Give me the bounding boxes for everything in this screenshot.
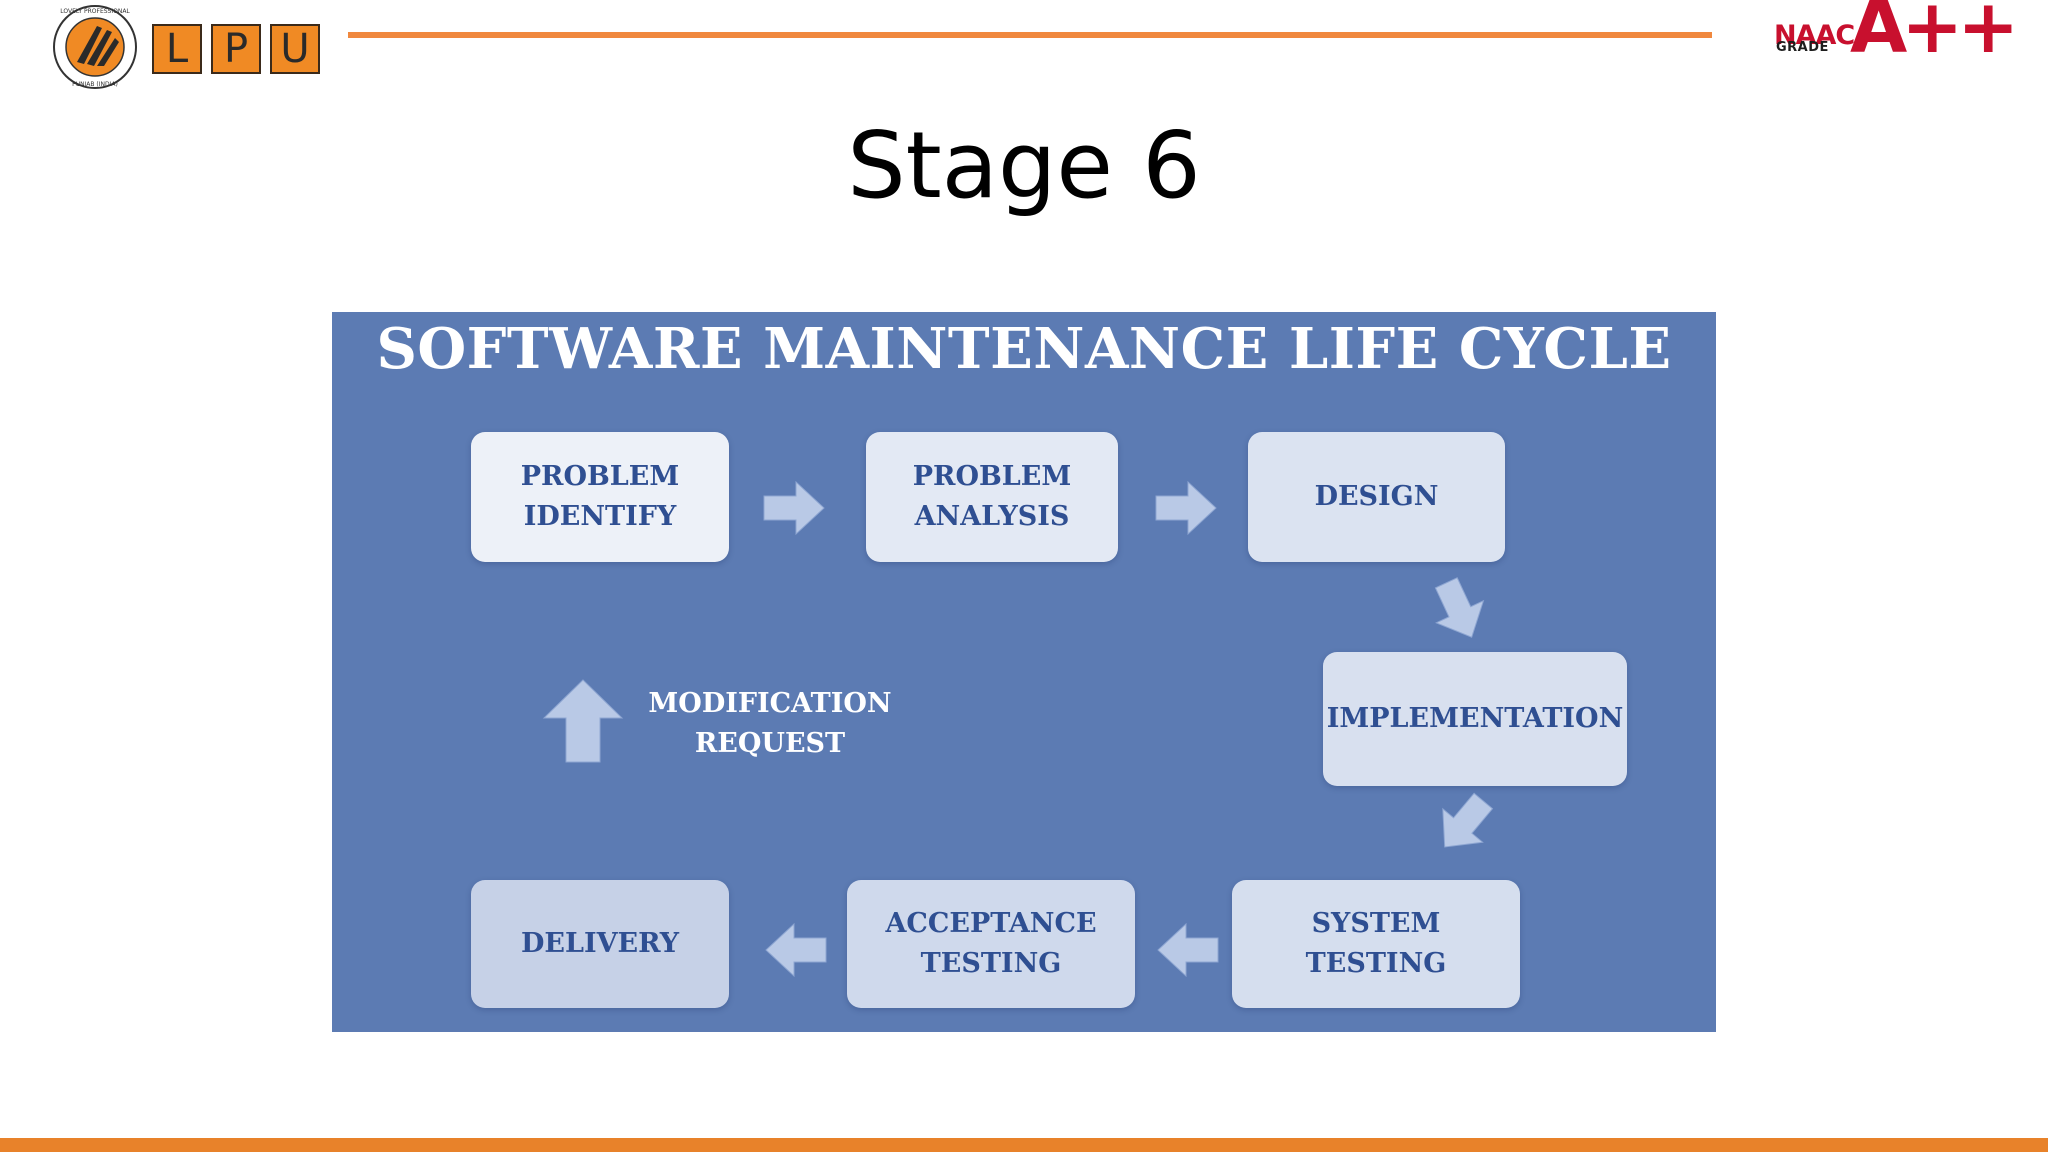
stage-implementation: IMPLEMENTATION (1323, 652, 1627, 786)
stage-system-testing: SYSTEM TESTING (1232, 880, 1520, 1008)
arrow-down-left-icon (1442, 792, 1494, 848)
svg-text:PUNJAB (INDIA): PUNJAB (INDIA) (72, 81, 118, 88)
lpu-logo: LOVELY PROFESSIONAL PUNJAB (INDIA) L P U (52, 4, 324, 92)
modification-request-label: MODIFICATION REQUEST (648, 688, 892, 759)
arrow-right-icon (763, 480, 825, 536)
stage-design: DESIGN (1248, 432, 1505, 562)
naac-badge: NAAC GRADE A++ (1774, 0, 2042, 70)
arrow-right-icon (1155, 480, 1217, 536)
stage-acceptance-testing: ACCEPTANCE TESTING (847, 880, 1135, 1008)
slide-title: Stage 6 (847, 112, 1201, 219)
naac-grade-value: A++ (1850, 0, 2019, 70)
stage-problem-identify: PROBLEM IDENTIFY (471, 432, 729, 562)
naac-word: NAAC (1774, 20, 1855, 51)
logo-letter-l: L (152, 24, 202, 74)
arrow-left-icon (765, 922, 827, 978)
university-seal-icon: LOVELY PROFESSIONAL PUNJAB (INDIA) (53, 5, 137, 89)
logo-letter-u: U (270, 24, 320, 74)
logo-letter-p: P (211, 24, 261, 74)
header-orange-rule (348, 32, 1712, 38)
naac-grade-label: GRADE (1776, 40, 1829, 55)
svg-text:LOVELY PROFESSIONAL: LOVELY PROFESSIONAL (60, 8, 130, 15)
stage-delivery: DELIVERY (471, 880, 729, 1008)
footer-orange-rule (0, 1138, 2048, 1152)
stage-problem-analysis: PROBLEM ANALYSIS (866, 432, 1118, 562)
arrow-up-icon (542, 679, 624, 763)
diagram-title: SOFTWARE MAINTENANCE LIFE CYCLE (376, 316, 1672, 382)
arrow-down-right-icon (1434, 577, 1485, 638)
arrow-left-icon (1157, 922, 1219, 978)
